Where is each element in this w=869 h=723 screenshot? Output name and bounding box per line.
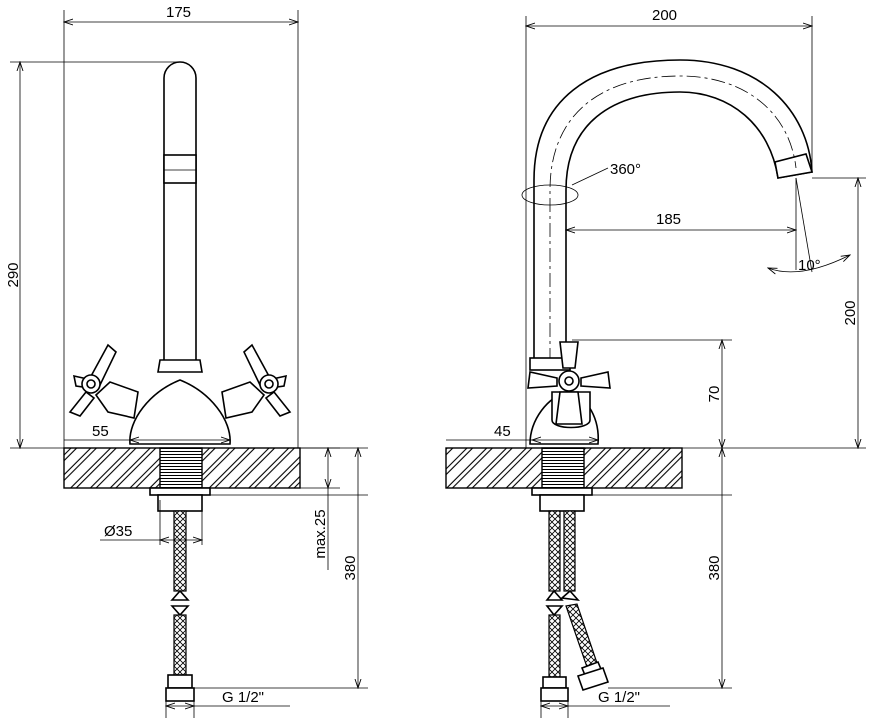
right-handle-height-label: 70 bbox=[706, 386, 723, 403]
left-width-label: 175 bbox=[166, 4, 191, 21]
left-hose-lower bbox=[173, 614, 187, 676]
left-hose-break-top bbox=[170, 589, 190, 601]
left-hose-length-label: 380 bbox=[342, 555, 359, 580]
left-hose-nut bbox=[165, 687, 195, 702]
right-hose-a-lower bbox=[548, 614, 561, 678]
right-spout-tip bbox=[774, 153, 814, 179]
right-hose-a-fitting bbox=[542, 676, 567, 689]
right-spout-height-label: 200 bbox=[842, 300, 859, 325]
left-spout-ring bbox=[163, 154, 197, 184]
right-hose-a-nut bbox=[540, 687, 569, 702]
right-nut-lower bbox=[539, 494, 585, 512]
right-width-label: 200 bbox=[652, 7, 677, 24]
right-handle bbox=[527, 341, 611, 425]
right-hose-b-upper bbox=[563, 510, 576, 592]
right-mount-thread bbox=[541, 447, 585, 489]
left-valve-left bbox=[94, 381, 139, 419]
left-hole-label: Ø35 bbox=[104, 523, 132, 540]
right-reach-label: 185 bbox=[656, 211, 681, 228]
right-hose-length-label: 380 bbox=[706, 555, 723, 580]
left-nut bbox=[149, 487, 211, 496]
right-hose-b-lower bbox=[565, 603, 599, 671]
left-max-thickness-label: max.25 bbox=[312, 509, 329, 558]
left-height-label: 290 bbox=[5, 262, 22, 287]
right-hose-a-upper bbox=[548, 510, 561, 592]
right-rotation-label: 360° bbox=[610, 161, 641, 178]
right-view: 200 360° 185 10° 200 70 45 380 G 1/2" bbox=[445, 7, 866, 718]
right-base-label: 45 bbox=[494, 423, 511, 440]
left-valve-right bbox=[221, 381, 266, 419]
left-nut-lower bbox=[157, 494, 203, 512]
left-handle-left bbox=[68, 343, 117, 417]
right-angle-label: 10° bbox=[798, 257, 821, 274]
left-thread-label: G 1/2" bbox=[222, 689, 264, 706]
left-mount-thread bbox=[159, 447, 203, 489]
left-view: 175 290 55 Ø35 max.25 380 G 1/2" bbox=[5, 4, 368, 718]
left-hose-break-bottom bbox=[170, 605, 190, 617]
left-hose-fitting bbox=[167, 674, 193, 689]
left-handle-right bbox=[243, 343, 292, 417]
right-nut bbox=[531, 487, 593, 496]
left-hose-upper bbox=[173, 510, 187, 592]
right-hose-b-nut bbox=[576, 667, 610, 691]
right-thread-label: G 1/2" bbox=[598, 689, 640, 706]
left-collar bbox=[157, 359, 203, 373]
left-spacing-label: 55 bbox=[92, 423, 109, 440]
left-spout bbox=[163, 61, 197, 366]
left-faucet-body bbox=[129, 379, 231, 445]
right-rotation-ellipse bbox=[521, 184, 579, 206]
